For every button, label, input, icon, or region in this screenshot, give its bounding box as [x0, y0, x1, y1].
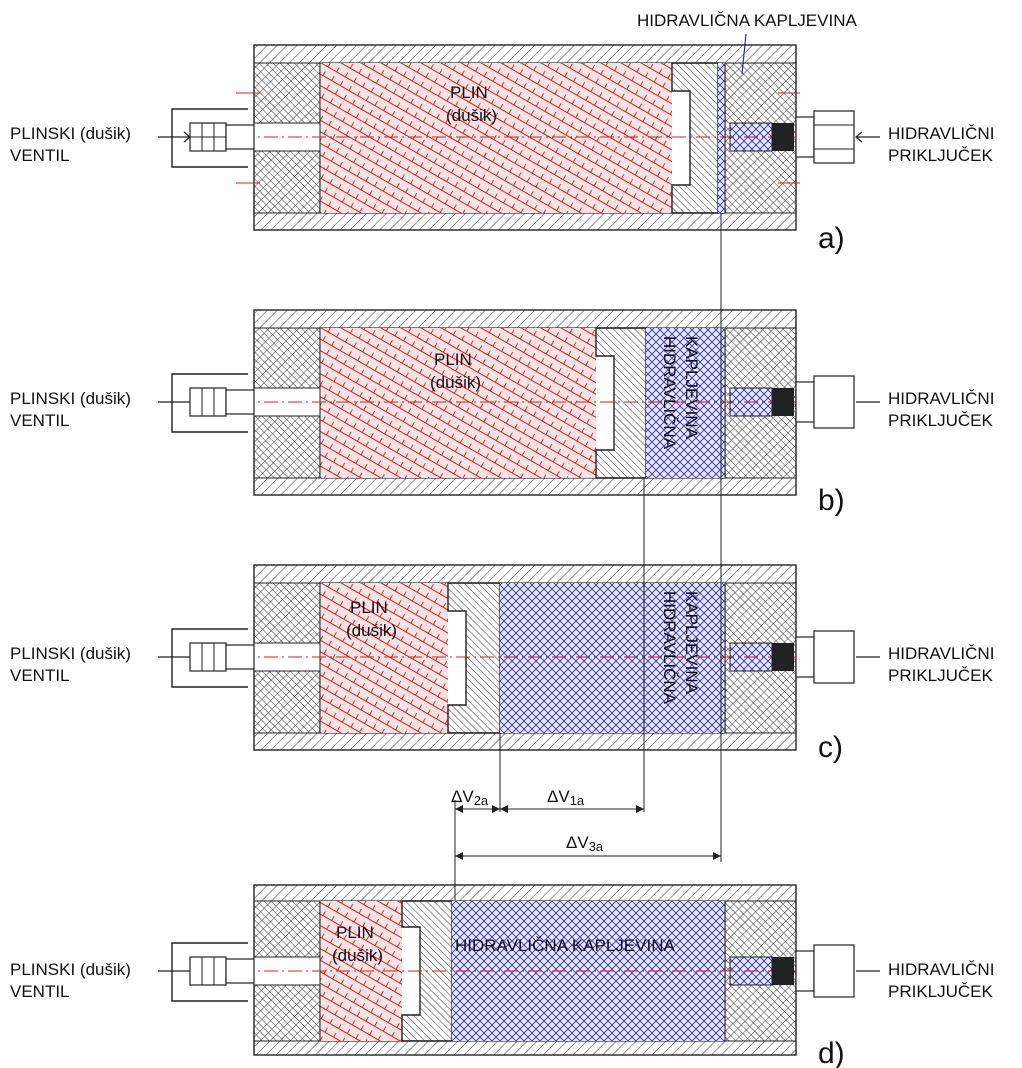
right-label-1: HIDRAVLIČNI	[888, 124, 994, 143]
svg-text:ΔV3a: ΔV3a	[566, 833, 604, 854]
panel-letter: a)	[818, 222, 845, 255]
svg-text:ΔV1a: ΔV1a	[547, 787, 585, 808]
gas-label-1: PLIN	[434, 350, 472, 369]
gas-label-1: PLIN	[350, 598, 388, 617]
liquid-label-2: KAPLJEVINA	[682, 591, 701, 695]
left-label-2: VENTIL	[10, 411, 70, 430]
left-label-1: PLINSKI (dušik)	[10, 124, 131, 143]
gas-chamber	[320, 583, 448, 733]
gas-label-2: (dušik)	[346, 621, 397, 640]
liquid-label-1: HIDRAVLIČNA	[660, 591, 679, 705]
svg-text:ΔV2a: ΔV2a	[451, 787, 489, 808]
top-liquid-label: HIDRAVLIČNA KAPLJEVINA	[637, 11, 857, 30]
liquid-chamber	[718, 63, 725, 213]
gas-chamber	[320, 328, 596, 478]
right-label-1: HIDRAVLIČNI	[888, 389, 994, 408]
liquid-label-2: KAPLJEVINA	[682, 336, 701, 440]
left-label-2: VENTIL	[10, 666, 70, 685]
right-label-2: PRIKLJUČEK	[888, 411, 994, 430]
liquid-label: HIDRAVLIČNA KAPLJEVINA	[455, 936, 675, 955]
cylinder-body	[236, 44, 800, 231]
gas-label-1: PLIN	[336, 923, 374, 942]
dv1-sub: 1a	[570, 793, 585, 808]
dv2-sub: 2a	[474, 793, 489, 808]
left-label-2: VENTIL	[10, 982, 70, 1001]
gas-label-2: (dušik)	[430, 373, 481, 392]
dimension-dv3: ΔV3a	[455, 833, 721, 860]
right-label-1: HIDRAVLIČNI	[888, 644, 994, 663]
gas-valve	[158, 108, 255, 168]
dv3-sym: ΔV	[566, 833, 589, 852]
dv1-sym: ΔV	[547, 787, 570, 806]
dimension-dv2: ΔV2a	[451, 787, 500, 813]
left-label-2: VENTIL	[10, 146, 70, 165]
panel-letter: c)	[818, 731, 843, 764]
left-label-1: PLINSKI (dušik)	[10, 389, 131, 408]
right-label-1: HIDRAVLIČNI	[888, 960, 994, 979]
panel-letter: d)	[818, 1037, 845, 1068]
dv3-sub: 3a	[589, 839, 604, 854]
panel-b: PLIN (dušik) HIDRAVLIČNA KAPLJEVINA PLIN…	[10, 309, 994, 517]
liquid-chamber	[646, 328, 725, 478]
panel-d: PLIN (dušik) HIDRAVLIČNA KAPLJEVINA PLIN…	[10, 884, 994, 1068]
panel-a: PLIN (dušik) PLINSKI (dušik) VENTIL HIDR…	[10, 44, 994, 255]
gas-label-2: (dušik)	[446, 106, 497, 125]
left-label-1: PLINSKI (dušik)	[10, 960, 131, 979]
hydraulic-connector	[772, 110, 880, 164]
panel-letter: b)	[818, 484, 845, 517]
right-label-2: PRIKLJUČEK	[888, 982, 994, 1001]
gas-label-1: PLIN	[450, 83, 488, 102]
panel-c: PLIN (dušik) HIDRAVLIČNA KAPLJEVINA PLIN…	[10, 564, 994, 764]
liquid-label-1: HIDRAVLIČNA	[660, 336, 679, 450]
liquid-chamber	[500, 583, 725, 733]
right-label-2: PRIKLJUČEK	[888, 146, 994, 165]
dv2-sym: ΔV	[451, 787, 474, 806]
gas-label-2: (dušik)	[332, 946, 383, 965]
gas-chamber	[320, 63, 672, 213]
left-label-1: PLINSKI (dušik)	[10, 644, 131, 663]
right-label-2: PRIKLJUČEK	[888, 666, 994, 685]
dimension-dv1: ΔV1a	[500, 787, 644, 813]
